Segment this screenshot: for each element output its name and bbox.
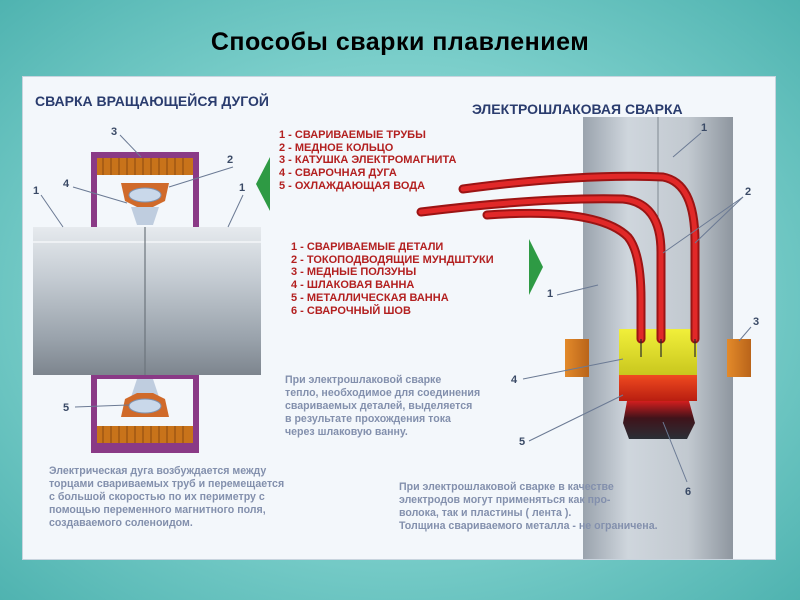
callout-left-3: 3 (111, 126, 117, 138)
weld-seam (623, 401, 695, 439)
left-legend-item: 1 - СВАРИВАЕМЫЕ ТРУБЫ (279, 129, 426, 141)
left-legend: 1 - СВАРИВАЕМЫЕ ТРУБЫ 2 - МЕДНОЕ КОЛЬЦО … (279, 129, 456, 193)
right-note-1-line: При электрошлаковой сварке (285, 374, 442, 386)
rotating-arc-diagram: 1 1 2 3 4 5 (33, 126, 270, 453)
callout-left-4: 4 (63, 178, 70, 190)
diagram-panel: 1 1 2 3 4 5 (22, 76, 776, 560)
callout-right-2: 2 (745, 186, 751, 198)
left-description-line: с большой скоростью по их периметру с (49, 491, 265, 503)
right-note-1-line: через шлаковую ванну. (285, 426, 408, 438)
electroslag-diagram: 1 2 1 3 4 5 6 (416, 117, 759, 559)
arrow-left-icon (256, 157, 270, 211)
arrow-right-icon (529, 239, 543, 295)
callout-left-5: 5 (63, 402, 69, 414)
right-note-1-line: в результате прохождения тока (285, 413, 451, 425)
callout-left-1b: 1 (239, 182, 245, 194)
welding-diagrams: 1 1 2 3 4 5 (33, 117, 759, 559)
right-note-1: При электрошлаковой сварке тепло, необхо… (285, 374, 480, 439)
left-heading: СВАРКА ВРАЩАЮЩЕЙСЯ ДУГОЙ (35, 93, 269, 109)
right-legend-item: 4 - ШЛАКОВАЯ ВАННА (291, 279, 415, 292)
right-legend-item: 5 - МЕТАЛЛИЧЕСКАЯ ВАННА (291, 291, 449, 304)
copper-slider-right (727, 339, 751, 377)
left-description-line: создаваемого соленоидом. (49, 517, 193, 529)
right-legend: 1 - СВАРИВАЕМЫЕ ДЕТАЛИ 2 - ТОКОПОДВОДЯЩИ… (291, 241, 494, 317)
left-legend-item: 4 - СВАРОЧНАЯ ДУГА (279, 167, 397, 180)
right-note-2-line: Толщина свариваемого металла - не ограни… (399, 520, 658, 532)
right-note-2-line: волока, так и пластины ( лента ). (399, 507, 572, 519)
left-description-line: помощью переменного магнитного поля, (49, 504, 266, 516)
callout-left-2: 2 (227, 154, 233, 166)
right-legend-item: 6 - СВАРОЧНЫЙ ШОВ (291, 304, 411, 317)
coil-top-winding (97, 158, 193, 175)
callout-right-5: 5 (519, 436, 525, 448)
welded-pipes (33, 227, 261, 375)
callout-left-1: 1 (33, 185, 39, 197)
left-legend-item: 3 - КАТУШКА ЭЛЕКТРОМАГНИТА (279, 154, 457, 167)
right-note-2: При электрошлаковой сварке в качестве эл… (399, 481, 658, 533)
callout-right-6: 6 (685, 486, 691, 498)
right-legend-item: 1 - СВАРИВАЕМЫЕ ДЕТАЛИ (291, 241, 444, 253)
right-note-2-line: При электрошлаковой сварке в качестве (399, 481, 614, 493)
cooling-water (128, 398, 162, 414)
callout-right-1: 1 (701, 122, 707, 134)
arc-top (131, 207, 159, 225)
callout-right-1b: 1 (547, 288, 553, 300)
metal-bath (619, 375, 697, 401)
right-note-1-line: свариваемых деталей, выделяется (285, 400, 473, 412)
coil-bottom-winding (97, 426, 193, 443)
left-description: Электрическая дуга возбуждается между то… (49, 465, 284, 530)
right-legend-item: 3 - МЕДНЫЕ ПОЛЗУНЫ (291, 266, 417, 279)
callout-right-3: 3 (753, 316, 759, 328)
callout-right-4: 4 (511, 374, 518, 386)
slide-title: Способы сварки плавлением (210, 28, 590, 56)
arc-bottom (131, 379, 159, 397)
right-legend-item: 2 - ТОКОПОДВОДЯЩИЕ МУНДШТУКИ (291, 253, 494, 266)
left-description-line: торцами свариваемых труб и перемещается (49, 478, 285, 490)
copper-slider-left (565, 339, 589, 377)
right-heading: ЭЛЕКТРОШЛАКОВАЯ СВАРКА (472, 101, 683, 117)
right-note-1-line: тепло, необходимое для соединения (285, 387, 481, 399)
left-description-line: Электрическая дуга возбуждается между (49, 465, 267, 477)
left-legend-item: 2 - МЕДНОЕ КОЛЬЦО (279, 141, 394, 154)
right-note-2-line: электродов могут применяться как про- (399, 494, 611, 506)
left-legend-item: 5 - ОХЛАЖДАЮЩАЯ ВОДА (279, 179, 426, 192)
